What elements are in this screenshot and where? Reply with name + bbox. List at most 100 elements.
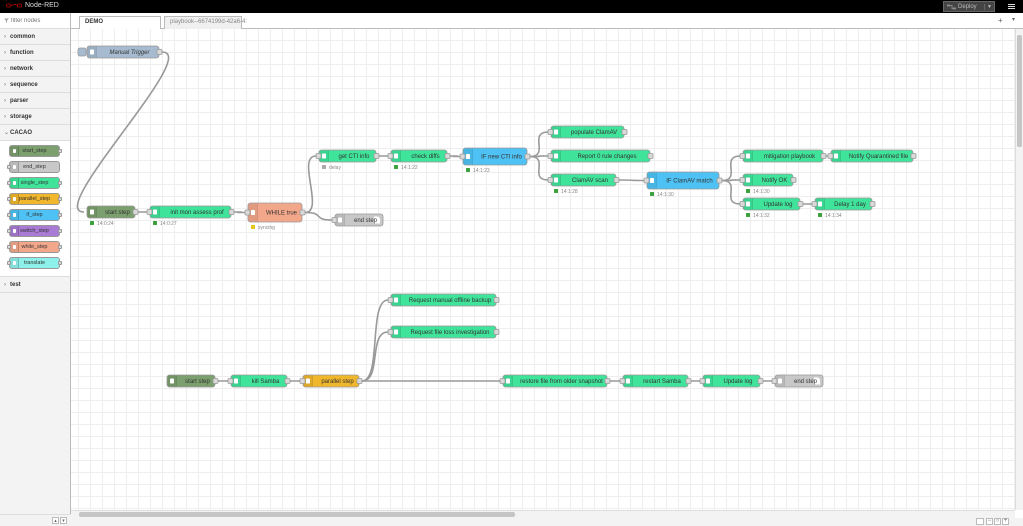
flow-node-single[interactable]: Request file loss investigation	[387, 325, 500, 339]
input-port[interactable]	[739, 153, 746, 159]
input-port[interactable]	[771, 378, 778, 384]
output-port[interactable]	[493, 329, 500, 335]
input-port[interactable]	[244, 209, 251, 216]
deploy-dropdown-caret-icon[interactable]: ▼	[984, 3, 994, 10]
wire[interactable]	[361, 331, 389, 382]
output-port[interactable]	[299, 209, 306, 216]
navigator-toggle-icon[interactable]	[976, 518, 984, 525]
input-port[interactable]	[739, 177, 746, 183]
input-port[interactable]	[387, 329, 394, 335]
input-port[interactable]	[547, 153, 554, 159]
vertical-scrollbar[interactable]	[1015, 29, 1023, 510]
wire[interactable]	[76, 51, 170, 213]
output-port[interactable]	[797, 201, 804, 207]
input-port[interactable]	[619, 378, 626, 384]
zoom-reset-button[interactable]: ○	[994, 518, 1001, 525]
palette-node-switch-step[interactable]: switch_step	[7, 225, 62, 237]
wire[interactable]	[449, 155, 461, 158]
output-port[interactable]	[820, 153, 827, 159]
flow-node-single[interactable]: populate ClamAV	[547, 125, 628, 139]
palette-category-function[interactable]: ›function	[0, 45, 70, 61]
flow-node-single[interactable]: Report 0 rule changes	[547, 149, 654, 163]
tab-demo[interactable]: DEMO	[79, 16, 161, 30]
wire[interactable]	[721, 179, 741, 205]
output-port[interactable]	[373, 153, 380, 159]
palette-node-translate[interactable]: translate	[7, 257, 62, 269]
flow-node-single[interactable]: mitigation playbook	[739, 149, 827, 163]
flow-node-parallel[interactable]: parallel step	[299, 374, 363, 388]
palette-node-start-step[interactable]: start_step	[9, 145, 62, 157]
input-port[interactable]	[811, 201, 818, 207]
output-port[interactable]	[621, 129, 628, 135]
collapse-all-icon[interactable]: ▴	[52, 517, 59, 524]
output-port[interactable]	[613, 177, 620, 183]
horizontal-scrollbar[interactable]	[71, 510, 1015, 518]
input-port[interactable]	[387, 297, 394, 303]
input-port[interactable]	[315, 153, 322, 159]
input-port[interactable]	[331, 217, 338, 223]
input-port[interactable]	[643, 177, 650, 184]
palette-category-sequence[interactable]: ›sequence	[0, 77, 70, 93]
vertical-scroll-thumb[interactable]	[1017, 35, 1022, 147]
input-port[interactable]	[547, 129, 554, 135]
tab-playbook[interactable]: playbook--6674199d-42a6-4:	[164, 16, 247, 29]
wire[interactable]	[304, 211, 333, 221]
output-port[interactable]	[132, 209, 139, 215]
palette-category-common[interactable]: ›common	[0, 29, 70, 45]
tab-list-menu-icon[interactable]: ▾	[1012, 17, 1016, 23]
wire[interactable]	[721, 155, 741, 182]
palette-category-parser[interactable]: ›parser	[0, 93, 70, 109]
palette-node-while-step[interactable]: while_step	[7, 241, 62, 253]
output-port[interactable]	[284, 378, 291, 384]
output-port[interactable]	[716, 177, 723, 184]
expand-all-icon[interactable]: ▾	[60, 517, 67, 524]
input-port[interactable]	[827, 153, 834, 159]
input-port[interactable]	[699, 378, 706, 384]
flow-node-single[interactable]: restore file from older snapshot	[499, 374, 611, 388]
input-port[interactable]	[227, 378, 234, 384]
output-port[interactable]	[156, 49, 163, 55]
output-port[interactable]	[493, 297, 500, 303]
deploy-button[interactable]: Deploy ▼	[943, 1, 995, 12]
output-port[interactable]	[685, 378, 692, 384]
flow-node-end[interactable]: end step	[331, 213, 384, 227]
zoom-out-button[interactable]: −	[986, 518, 993, 525]
input-port[interactable]	[459, 153, 466, 160]
wire[interactable]	[529, 155, 549, 181]
wire[interactable]	[618, 179, 645, 182]
horizontal-scroll-thumb[interactable]	[79, 512, 515, 517]
flow-node-single[interactable]: kill Samba	[227, 374, 291, 388]
flow-node-single[interactable]: Request manual offline backup	[387, 293, 500, 307]
flow-node-end[interactable]: end step	[771, 374, 824, 388]
palette-category-storage[interactable]: ›storage	[0, 109, 70, 125]
input-port[interactable]	[547, 177, 554, 183]
zoom-in-button[interactable]: +	[1002, 518, 1009, 525]
output-port[interactable]	[212, 378, 219, 384]
input-port[interactable]	[146, 209, 153, 215]
palette-node-single-step[interactable]: single_step	[7, 177, 62, 189]
flow-node-single[interactable]: Notify Quarantined file	[827, 149, 917, 163]
palette-category-network[interactable]: ›network	[0, 61, 70, 77]
output-port[interactable]	[647, 153, 654, 159]
main-menu-button[interactable]	[1004, 1, 1018, 12]
palette-category-cacao[interactable]: ⌄CACAO	[0, 125, 70, 141]
input-port[interactable]	[499, 378, 506, 384]
wire[interactable]	[304, 155, 317, 214]
inject-button[interactable]	[77, 47, 87, 57]
input-port[interactable]	[299, 378, 306, 384]
output-port[interactable]	[604, 378, 611, 384]
flow-node-start[interactable]: start step	[166, 374, 219, 388]
flow-node-single[interactable]: restart Samba	[619, 374, 692, 388]
flow-node-inject[interactable]: Manual Trigger	[77, 45, 163, 59]
palette-node-if-step[interactable]: if_step	[7, 209, 62, 221]
palette-node-end-step[interactable]: end_step	[7, 161, 60, 173]
output-port[interactable]	[910, 153, 917, 159]
